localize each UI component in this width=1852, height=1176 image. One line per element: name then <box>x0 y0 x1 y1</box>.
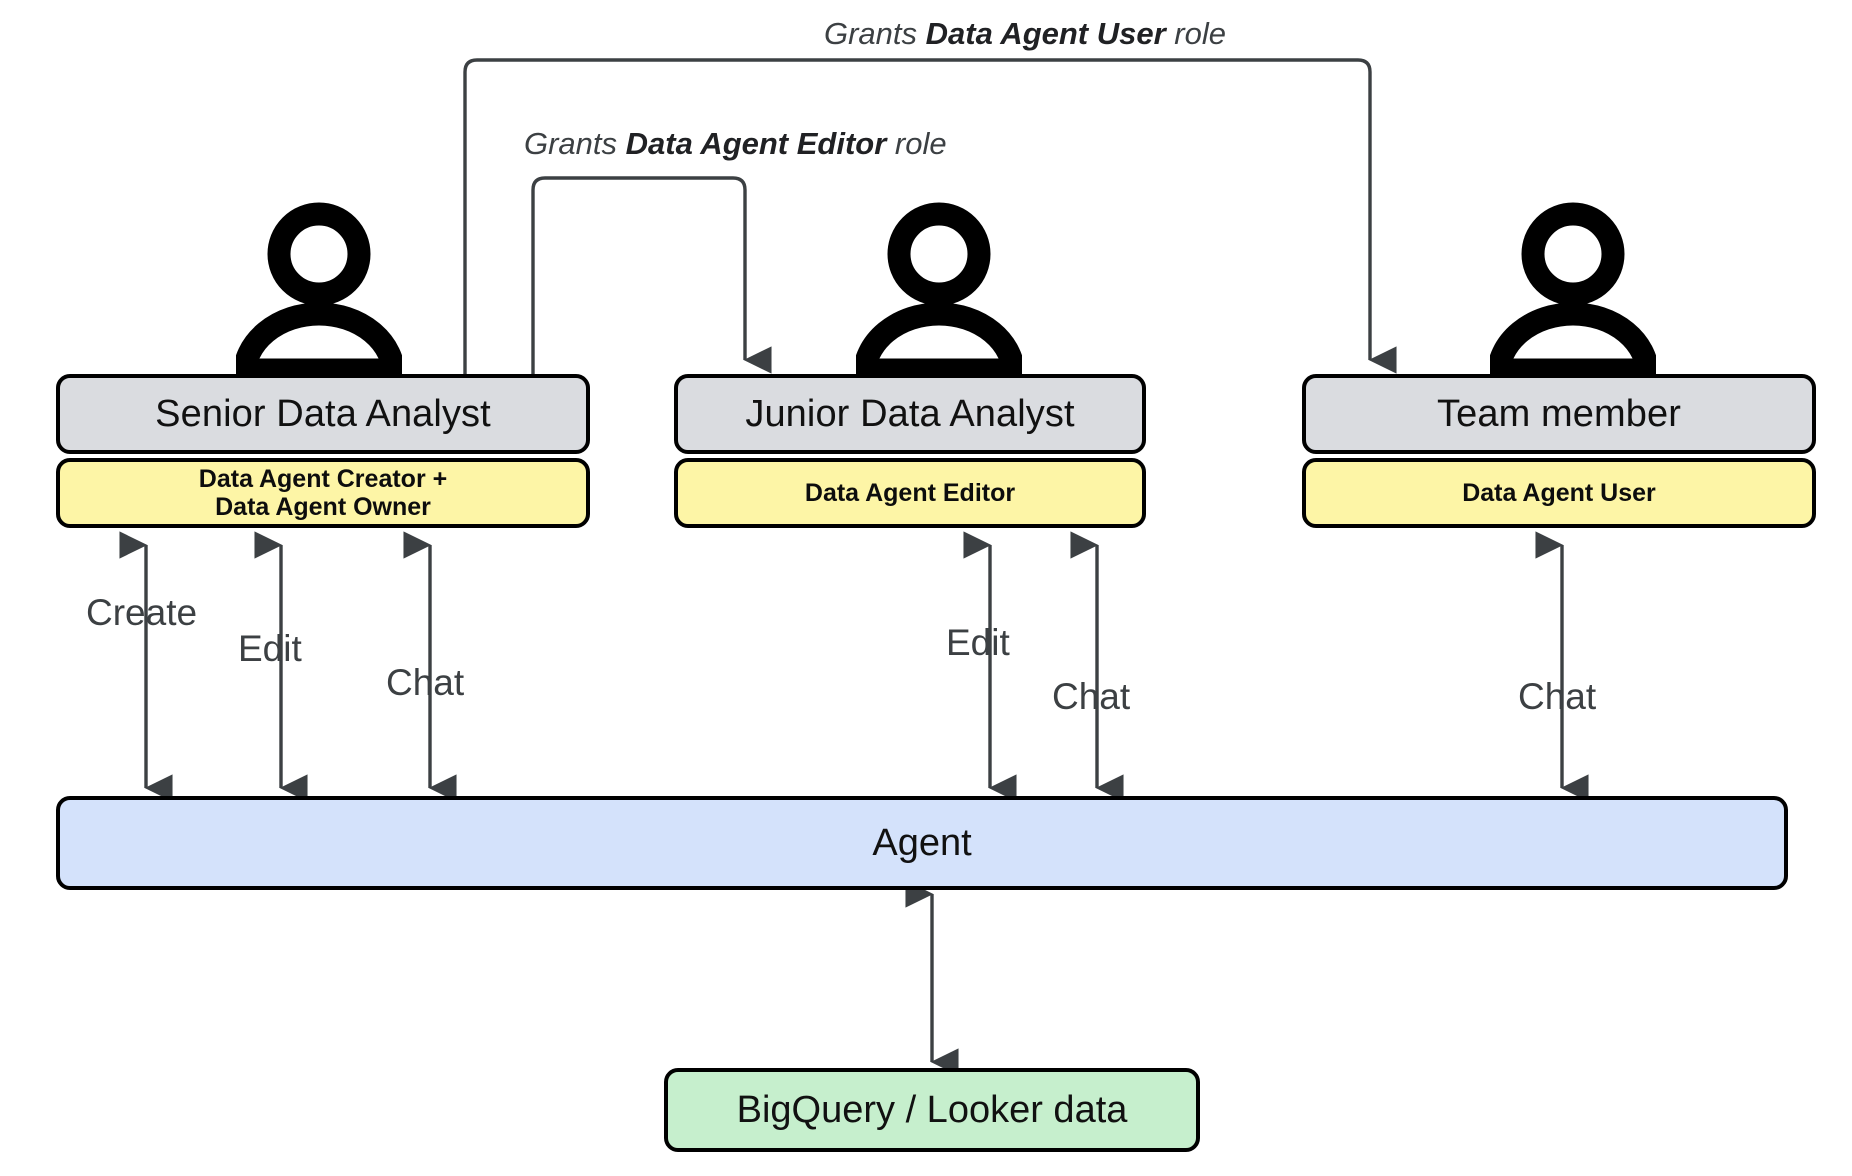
action-label-edit-junior: Edit <box>946 622 1010 663</box>
action-label-chat-team: Chat <box>1518 676 1597 717</box>
persona-title-junior[interactable]: Junior Data Analyst <box>674 374 1146 454</box>
datasource-box[interactable]: BigQuery / Looker data <box>664 1068 1200 1152</box>
permission-line: Data Agent Creator + <box>198 465 448 493</box>
persona-title-team[interactable]: Team member <box>1302 374 1816 454</box>
action-label-chat-junior: Chat <box>1052 676 1131 717</box>
person-icon-junior <box>852 200 1026 388</box>
grant-editor-label: Grants Data Agent Editor role <box>524 126 947 162</box>
grant-user-connector <box>463 58 1397 374</box>
action-label-edit-senior: Edit <box>238 628 302 669</box>
grant-user-prefix: Grants <box>824 16 926 51</box>
grant-editor-role: Data Agent Editor <box>625 126 887 161</box>
persona-title-senior[interactable]: Senior Data Analyst <box>56 374 590 454</box>
permission-line: Data Agent Editor <box>804 479 1016 507</box>
permission-line: Data Agent Owner <box>215 493 431 521</box>
grant-editor-prefix: Grants <box>524 126 626 161</box>
action-label-chat-senior: Chat <box>386 662 465 703</box>
grant-user-label: Grants Data Agent User role <box>824 16 1226 52</box>
persona-permissions-senior[interactable]: Data Agent Creator + Data Agent Owner <box>56 458 590 528</box>
permission-line: Data Agent User <box>1462 479 1656 507</box>
action-label-create: Create <box>86 592 198 633</box>
persona-permissions-junior[interactable]: Data Agent Editor <box>674 458 1146 528</box>
agent-bar[interactable]: Agent <box>56 796 1788 890</box>
grant-editor-connector <box>531 176 772 374</box>
grant-editor-suffix: role <box>886 126 947 161</box>
grant-user-suffix: role <box>1165 16 1226 51</box>
grant-user-role: Data Agent User <box>925 16 1166 51</box>
persona-permissions-team[interactable]: Data Agent User <box>1302 458 1816 528</box>
person-icon-team <box>1486 200 1660 388</box>
person-icon-senior <box>232 200 406 388</box>
